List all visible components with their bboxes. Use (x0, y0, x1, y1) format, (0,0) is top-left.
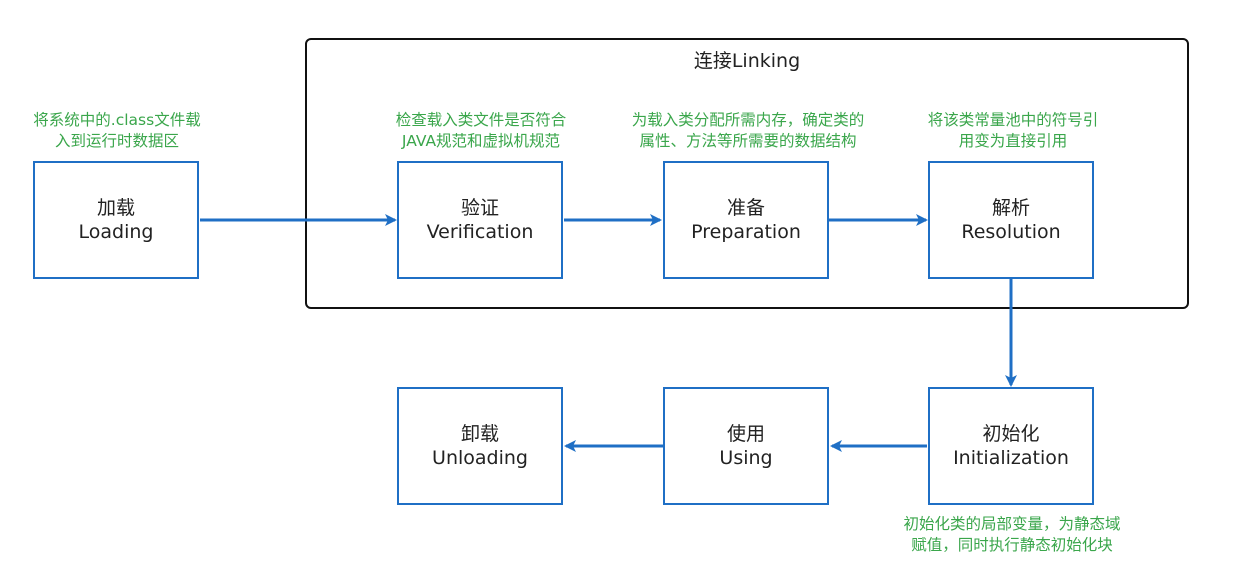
node-using-en: Using (719, 447, 773, 469)
node-resolution-cn: 解析 (991, 197, 1030, 219)
linking-group-title: 连接Linking (693, 50, 801, 72)
node-unloading: 卸载 Unloading (397, 387, 563, 505)
node-initialization-en: Initialization (953, 447, 1069, 469)
note-preparation-line2: 属性、方法等所需要的数据结构 (639, 132, 857, 150)
node-preparation-cn: 准备 (726, 197, 765, 219)
note-verification-line2: JAVA规范和虚拟机规范 (401, 132, 561, 150)
node-preparation-en: Preparation (691, 221, 801, 243)
node-verification: 验证 Verification (397, 161, 563, 279)
note-verification: 检查载入类文件是否符合 JAVA规范和虚拟机规范 (371, 110, 591, 152)
note-resolution-line1: 将该类常量池中的符号引 (927, 111, 1099, 129)
node-using-cn: 使用 (726, 423, 765, 445)
note-preparation: 为载入类分配所需内存，确定类的 属性、方法等所需要的数据结构 (606, 110, 890, 152)
node-initialization: 初始化 Initialization (928, 387, 1094, 505)
linking-group-frame (305, 38, 1189, 309)
node-loading: 加载 Loading (33, 161, 199, 279)
note-initialization: 初始化类的局部变量，为静态域 赋值，同时执行静态初始化块 (878, 514, 1146, 556)
node-loading-cn: 加载 (96, 197, 135, 219)
node-unloading-en: Unloading (432, 447, 528, 469)
note-verification-line1: 检查载入类文件是否符合 (395, 111, 567, 129)
note-loading: 将系统中的.class文件载 入到运行时数据区 (17, 110, 217, 152)
node-using: 使用 Using (663, 387, 829, 505)
note-loading-line2: 入到运行时数据区 (54, 132, 179, 150)
node-loading-en: Loading (78, 221, 154, 243)
node-resolution: 解析 Resolution (928, 161, 1094, 279)
note-initialization-line1: 初始化类的局部变量，为静态域 (903, 515, 1121, 533)
node-verification-en: Verification (426, 221, 534, 243)
node-initialization-cn: 初始化 (982, 423, 1040, 445)
note-resolution-line2: 用变为直接引用 (958, 132, 1068, 150)
node-unloading-cn: 卸载 (460, 423, 499, 445)
note-resolution: 将该类常量池中的符号引 用变为直接引用 (905, 110, 1121, 152)
note-loading-line1: 将系统中的.class文件载 (33, 111, 201, 129)
node-verification-cn: 验证 (460, 197, 499, 219)
note-initialization-line2: 赋值，同时执行静态初始化块 (911, 536, 1113, 554)
node-preparation: 准备 Preparation (663, 161, 829, 279)
node-resolution-en: Resolution (961, 221, 1061, 243)
note-preparation-line1: 为载入类分配所需内存，确定类的 (631, 111, 865, 129)
